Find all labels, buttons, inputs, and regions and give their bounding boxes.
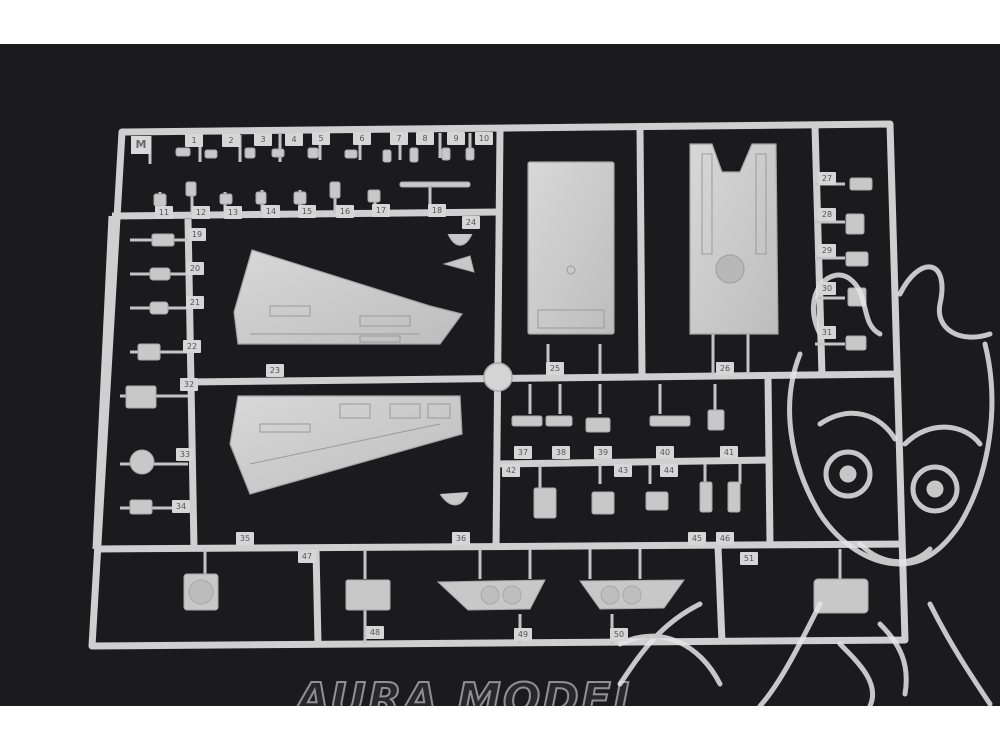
part-number-tag: 5: [312, 132, 330, 145]
product-photo: M 1 2 3 4 5 6 7 8 9 10 11 12 13 14 15 16…: [0, 44, 1000, 706]
small-parts: [125, 147, 873, 614]
part-number-tag: 21: [186, 296, 204, 309]
part-number-tag: 36: [452, 532, 470, 545]
part-number-tag: 27: [818, 172, 836, 185]
sprue-illustration: [88, 120, 995, 706]
part-number-tag: 13: [224, 206, 242, 219]
part-number-tag: 19: [188, 228, 206, 241]
panel-details: [249, 153, 767, 465]
part-number-tag: 9: [447, 132, 465, 145]
sprue-frame: [88, 120, 909, 650]
part-number-tag: 30: [818, 282, 836, 295]
part-number-tag: 29: [818, 244, 836, 257]
part-number-tag: 42: [502, 464, 520, 477]
part-number-tag: 39: [594, 446, 612, 459]
part-number-tag: 24: [462, 216, 480, 229]
part-number-tag: 10: [475, 132, 493, 145]
part-number-tag: 3: [254, 133, 272, 146]
part-number-tag: 18: [428, 204, 446, 217]
part-number-tag: 11: [155, 206, 173, 219]
sprue-letter: M: [131, 136, 151, 154]
part-number-tag: 34: [172, 500, 190, 513]
part-number-tag: 16: [336, 205, 354, 218]
part-number-tag: 40: [656, 446, 674, 459]
part-number-tag: 22: [183, 340, 201, 353]
part-number-tag: 31: [818, 326, 836, 339]
part-number-tag: 37: [514, 446, 532, 459]
part-number-tag: 25: [546, 362, 564, 375]
part-number-tag: 7: [390, 132, 408, 145]
part-number-tag: 6: [353, 132, 371, 145]
large-panels: [229, 143, 779, 495]
part-number-tag: 44: [660, 464, 678, 477]
part-number-tag: 32: [180, 378, 198, 391]
part-number-tag: 51: [740, 552, 758, 565]
part-number-tag: 15: [298, 205, 316, 218]
part-number-tag: 43: [614, 464, 632, 477]
part-number-tag: 49: [514, 628, 532, 641]
part-number-tag: 12: [192, 206, 210, 219]
part-number-tag: 45: [688, 532, 706, 545]
part-number-tag: 38: [552, 446, 570, 459]
part-number-tag: 35: [236, 532, 254, 545]
part-number-tag: 50: [610, 628, 628, 641]
part-number-tag: 17: [372, 204, 390, 217]
part-number-tag: 23: [266, 364, 284, 377]
bull-mascot-icon: [617, 264, 995, 706]
sprue-hub: [483, 362, 513, 392]
part-number-tag: 26: [716, 362, 734, 375]
part-number-tag: 14: [262, 205, 280, 218]
part-number-tag: 28: [818, 208, 836, 221]
part-number-tag: 47: [298, 550, 316, 563]
part-number-tag: 41: [720, 446, 738, 459]
part-number-tag: 1: [185, 134, 203, 147]
part-number-tag: 8: [416, 132, 434, 145]
part-number-tag: 4: [285, 133, 303, 146]
part-number-tag: 20: [186, 262, 204, 275]
part-number-tag: 48: [366, 626, 384, 639]
watermark-text: AURA MODEL: [295, 673, 643, 706]
part-number-tag: 33: [176, 448, 194, 461]
part-number-tag: 46: [716, 532, 734, 545]
part-number-tag: 2: [222, 134, 240, 147]
